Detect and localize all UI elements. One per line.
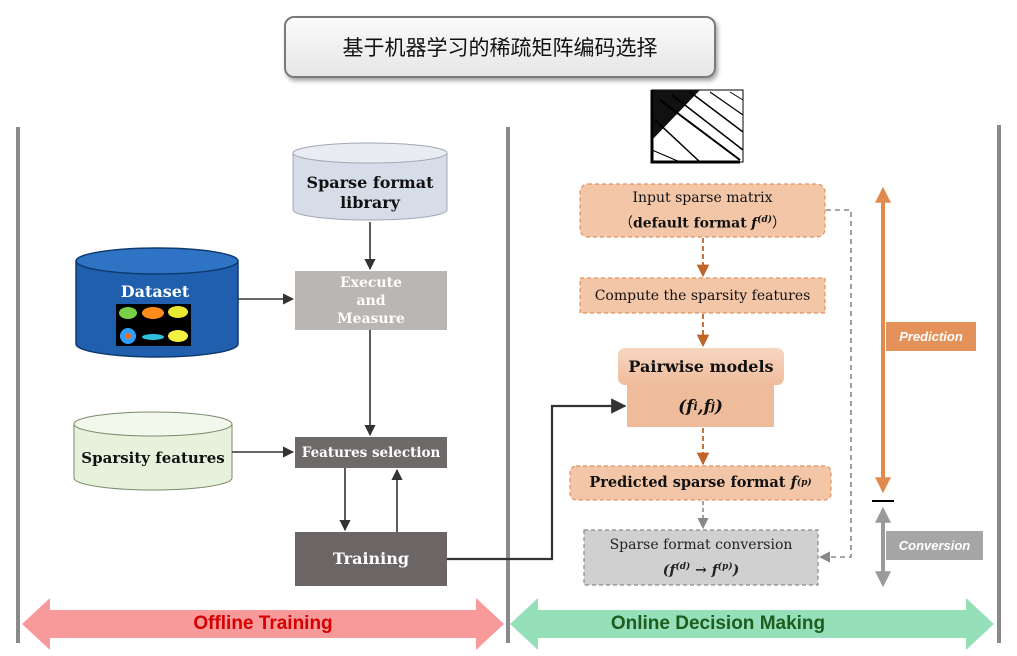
dataset-label: Dataset [120,282,190,301]
conv-sup-p: (p) [717,562,733,573]
library-line-2: library [340,193,400,212]
conversion-side-label: Conversion [898,537,971,553]
training-label: Training [332,549,410,568]
sup-p: (p) [796,478,812,488]
conv-sup-d: (d) [675,562,691,573]
input-matrix-label: Input sparse matrix （default format f(d)… [580,186,825,236]
online-banner-label: Online Decision Making [610,613,826,634]
offline-banner-label: Offline Training [193,613,333,634]
dataset-thumbnails [116,304,191,346]
input-matrix-box [579,183,826,238]
features-selection-label: Features selection [301,444,441,461]
predicted-format-label: Predicted sparse format f(p) [570,466,831,500]
paren-open: （ [618,215,633,232]
paren-close: ） [772,215,786,232]
conversion-label-box [886,531,983,560]
compute-features-label: Compute the sparsity features [594,287,811,304]
pairwise-pair-box [627,385,774,427]
prediction-label: Prediction [899,328,963,344]
offline-banner-arrow [22,598,504,650]
right-divider [997,125,1001,643]
training-box [295,532,447,586]
predicted-format-box [569,465,832,501]
sub-j: j [710,400,715,413]
sup-d: (d) [757,215,772,226]
sparse-matrix-image [650,89,744,164]
pairwise-models-label: Pairwise models [628,356,774,376]
sub-i: i [693,400,698,413]
prediction-label-box [886,322,976,351]
sparse-format-library-cylinder [292,142,448,221]
conv-arrow: → [695,562,707,579]
pairwise-models-box [618,348,784,385]
library-line-1: Sparse format [306,173,434,192]
arrow-training-to-pairwise [447,398,627,561]
pair-open: ( [678,397,687,417]
input-matrix-line-2: （default format f(d)） [619,209,786,235]
execute-line-3: Measure [337,310,405,327]
online-banner-arrow [510,598,994,650]
conversion-line-2: (f(d) → f(p)) [663,556,739,582]
conversion-box [583,529,819,586]
conv-open: ( [662,562,670,579]
f-symbol-d: f [751,215,758,232]
default-format-text: default format [632,215,747,232]
sparsity-features-cylinder [73,411,233,491]
conversion-label: Sparse format conversion (f(d) → f(p)) [584,532,818,584]
pair-close: ) [714,397,723,417]
f-symbol-p: f [790,474,797,491]
execute-line-2: and [356,292,386,309]
execute-line-1: Execute [339,274,402,291]
conv-close: ) [732,562,740,579]
conv-f-p: f [711,562,718,579]
sparse-format-library-label: Sparse format library [293,170,447,216]
conversion-line-1: Sparse format conversion [609,537,793,554]
fi-symbol: f [686,397,694,417]
execute-measure-box [295,271,447,330]
sparsity-features-label: Sparsity features [81,449,225,467]
conv-f-d: f [669,562,676,579]
left-divider [16,127,20,643]
compute-features-box [579,277,826,314]
input-matrix-line-1: Input sparse matrix [632,190,773,207]
fj-symbol: f [703,397,711,417]
pair-comma: , [697,397,704,417]
arrow-input-to-conversion [818,209,852,563]
features-selection-box [295,437,447,468]
middle-divider [506,127,510,643]
execute-measure-label: Execute and Measure [295,271,447,330]
page-title: 基于机器学习的稀疏矩阵编码选择 [284,16,716,78]
predicted-format-text: Predicted sparse format [589,474,786,491]
